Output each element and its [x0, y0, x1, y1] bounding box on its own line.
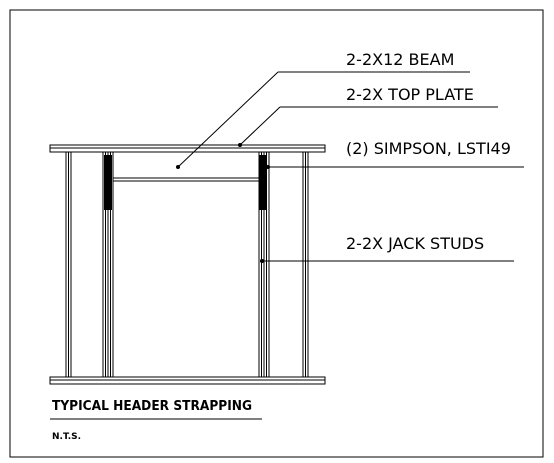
scale-note: N.T.S.: [52, 432, 82, 442]
king-stud-right: [302, 151, 309, 378]
label-top-plate: 2-2X TOP PLATE: [346, 85, 474, 104]
label-simpson-strap: (2) SIMPSON, LSTI49: [346, 139, 511, 158]
label-jack-studs: 2-2X JACK STUDS: [346, 234, 485, 253]
leader-lines: [176, 71, 524, 263]
drawing-border: [9, 9, 544, 458]
king-stud-left: [65, 151, 72, 378]
label-beam: 2-2X12 BEAM: [346, 50, 455, 69]
beam: [113, 177, 259, 182]
drawing-title: TYPICAL HEADER STRAPPING: [52, 399, 253, 414]
top-plate: [49, 144, 326, 153]
bottom-plate: [49, 376, 326, 385]
simpson-straps: [104, 155, 267, 210]
